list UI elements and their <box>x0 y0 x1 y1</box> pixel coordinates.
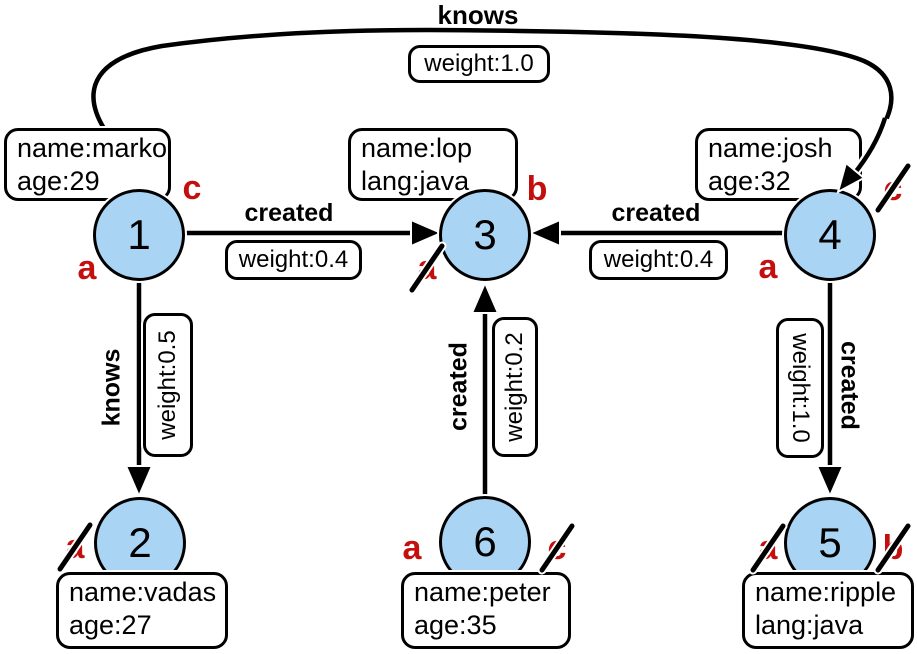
edge-created-1-3-arrowhead <box>410 218 444 248</box>
property-line: name:vadas <box>69 577 217 607</box>
edge-knows-1-4-label: knows <box>437 0 519 30</box>
marker-letter: a <box>402 528 422 567</box>
edge-created-4-5-label: created <box>835 341 864 430</box>
edge-knows-1-2-arrowhead <box>124 465 154 499</box>
edge-created-1-3-weight: weight:0.4 <box>225 240 362 280</box>
marker-a-vertex-4: a <box>753 247 783 286</box>
property-line: name:ripple <box>755 577 897 607</box>
vertex-3-properties: name:lop lang:java <box>348 128 518 201</box>
edge-created-1-3-label: created <box>244 199 334 227</box>
marker-b-vertex-5-struck: b <box>878 528 908 567</box>
property-line: name:josh <box>708 133 833 163</box>
property-line: age:27 <box>69 610 152 640</box>
property-line: name:marko <box>17 133 168 163</box>
edge-created-4-3-weight: weight:0.4 <box>589 240 728 280</box>
vertex-1-circle: 1 <box>93 189 185 281</box>
vertex-5-id: 5 <box>818 519 842 566</box>
vertex-1-properties: name:marko age:29 <box>4 128 171 201</box>
marker-a-vertex-2-struck: a <box>60 527 90 566</box>
marker-letter: a <box>77 248 97 287</box>
marker-letter: a <box>758 247 778 286</box>
edge-created-6-3-label: created <box>444 342 473 431</box>
marker-letter: c <box>547 528 567 567</box>
vertex-4-properties: name:josh age:32 <box>695 128 862 201</box>
edge-knows-1-2-weight: weight:0.5 <box>143 313 193 457</box>
vertex-4-id: 4 <box>818 211 842 258</box>
marker-letter: c <box>883 169 903 208</box>
vertex-6-properties: name:peter age:35 <box>401 572 571 649</box>
marker-letter: c <box>182 168 202 207</box>
vertex-4-circle: 4 <box>784 189 876 281</box>
edge-created-4-5-weight: weight:1.0 <box>776 318 824 458</box>
marker-a-vertex-1: a <box>72 248 102 287</box>
marker-b-vertex-3: b <box>522 169 552 208</box>
property-line: lang:java <box>361 166 470 196</box>
vertex-5-properties: name:ripple lang:java <box>742 572 914 649</box>
edge-created-6-3-weight: weight:0.2 <box>492 317 538 457</box>
vertex-2-id: 2 <box>128 519 152 566</box>
marker-letter: b <box>526 169 548 208</box>
edge-knows-1-2-label: knows <box>97 348 126 427</box>
marker-c-vertex-6-struck: c <box>542 528 572 567</box>
edge-created-4-3-arrowhead <box>527 218 561 248</box>
property-line: age:29 <box>17 166 100 196</box>
marker-c-vertex-4-struck: c <box>878 169 908 208</box>
marker-letter: a <box>65 527 85 566</box>
vertex-2-properties: name:vadas age:27 <box>56 572 228 649</box>
marker-a-vertex-3-struck: a <box>412 248 442 287</box>
edge-created-6-3-arrowhead <box>470 280 500 314</box>
property-line: lang:java <box>755 610 864 640</box>
marker-a-vertex-5-struck: a <box>753 528 783 567</box>
vertex-3-id: 3 <box>473 211 497 258</box>
edge-created-4-3-label: created <box>611 199 701 227</box>
edge-created-4-5-arrowhead <box>815 465 845 499</box>
marker-letter: a <box>758 528 778 567</box>
marker-letter: b <box>882 528 904 567</box>
vertex-1-id: 1 <box>127 211 151 258</box>
edge-knows-1-4-weight: weight:1.0 <box>408 45 550 83</box>
property-line: age:35 <box>414 610 497 640</box>
vertex-3-circle: 3 <box>439 189 531 281</box>
marker-c-vertex-1: c <box>177 168 207 207</box>
property-line: age:32 <box>708 166 791 196</box>
marker-a-vertex-6: a <box>397 528 427 567</box>
marker-letter: a <box>417 248 437 287</box>
property-line: name:lop <box>361 133 473 163</box>
vertex-6-id: 6 <box>473 518 497 565</box>
property-line: name:peter <box>414 577 551 607</box>
